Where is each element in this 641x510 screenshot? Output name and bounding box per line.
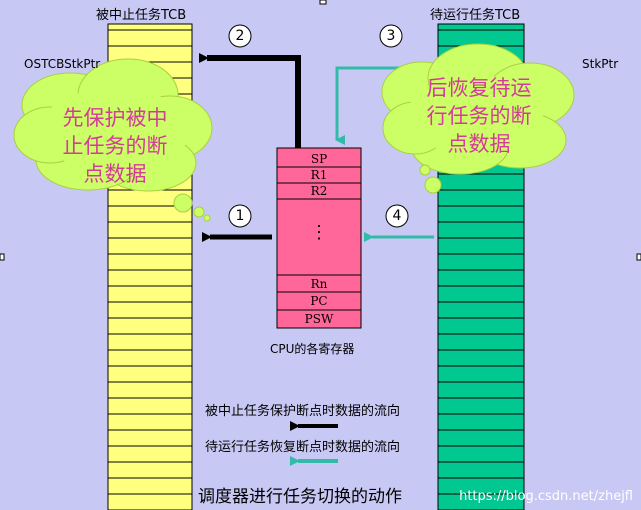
register-r1: R1 [310, 168, 328, 182]
arrow-2-save-sp [199, 53, 301, 148]
cpu-caption: CPU的各寄存器 [270, 342, 355, 356]
left-bubble-line1: 先保护被中 [62, 106, 168, 130]
register-sp: SP [310, 152, 328, 166]
right-bubble-text: 后恢复待运 行任务的断 点数据 [404, 74, 554, 158]
left-thought-bubble [13, 58, 213, 222]
step-1-circle [228, 204, 252, 228]
diagram-title: 调度器进行任务切换的动作 [198, 487, 402, 507]
left-bubble-line3: 点数据 [83, 162, 147, 186]
step-3-circle [379, 24, 403, 48]
left-bubble-line2: 止任务的断 [62, 134, 168, 158]
register-r2: R2 [310, 184, 328, 198]
right-stack-pointer-label: StkPtr [582, 57, 619, 71]
right-thought-bubble [381, 43, 575, 194]
step-2-circle [228, 24, 252, 48]
right-bubble-line3: 点数据 [447, 132, 511, 156]
legend-save-label: 被中止任务保护断点时数据的流向 [205, 404, 401, 419]
step-3-number: 3 [386, 28, 396, 44]
cpu-register-block [276, 147, 362, 329]
right-bubble-line1: 后恢复待运 [426, 76, 532, 100]
step-1-number: 1 [235, 208, 245, 224]
register-pc: PC [310, 294, 328, 308]
step-4-circle [385, 204, 409, 228]
register-rn: Rn [310, 277, 328, 291]
left-stack-label: 被中止任务TCB [96, 8, 187, 23]
register-ellipsis: ⋮ [310, 222, 328, 243]
legend-restore-label: 待运行任务恢复断点时数据的流向 [205, 440, 401, 455]
step-4-number: 4 [392, 208, 402, 224]
right-stack-label: 待运行任务TCB [430, 8, 521, 23]
left-stack-pointer-label: OSTCBStkPtr [24, 57, 101, 71]
register-psw: PSW [304, 312, 334, 326]
left-bubble-text: 先保护被中 止任务的断 点数据 [40, 104, 190, 188]
right-bubble-line2: 行任务的断 [426, 104, 532, 128]
step-2-number: 2 [235, 28, 245, 44]
watermark: https://blog.csdn.net/zhejfl [459, 489, 633, 504]
